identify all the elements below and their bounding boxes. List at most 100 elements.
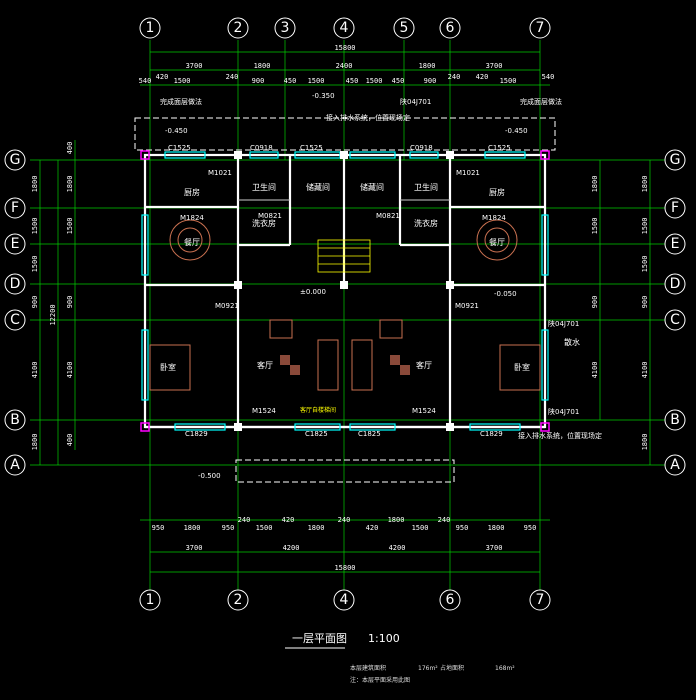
dining-furniture-right [476,219,518,261]
bedroom-furniture [149,344,541,391]
svg-text:240: 240 [438,516,451,524]
room-living-left: 客厅 [257,360,273,370]
svg-text:450: 450 [392,77,405,85]
axis-label-top-6: 6 [446,20,455,36]
svg-text:420: 420 [156,73,169,81]
svg-text:C1829: C1829 [480,430,503,438]
axis-label-right-d: D [670,276,681,292]
svg-text:1800: 1800 [66,176,74,193]
drain-note-top: 接入排水系统，位置现场定 [326,113,410,122]
room-living-right: 客厅 [416,360,432,370]
svg-text:本层建筑面积: 本层建筑面积 [350,664,386,672]
axis-label-top-5: 5 [400,20,409,36]
svg-text:1500: 1500 [500,77,517,85]
svg-text:1800: 1800 [308,524,325,532]
left-dimensions: 1800 1500 1500 900 4100 1800 12200 400 1… [31,140,76,465]
svg-text:M1824: M1824 [482,214,506,222]
svg-text:1500: 1500 [641,218,649,235]
room-laundry-right: 洗衣房 [414,218,438,228]
room-storage-left: 储藏间 [306,182,330,192]
level-notes: -0.350 -0.450 -0.450 -0.500 -0.050 ±0.00… [160,92,602,480]
svg-text:4100: 4100 [641,362,649,379]
svg-text:900: 900 [591,296,599,309]
axis-label-left-g: G [10,152,21,168]
bottom-axis-bubbles: 1 2 4 6 7 [139,589,551,611]
axis-label-top-2: 2 [234,20,243,36]
axis-lines-horizontal [30,159,665,466]
axis-label-left-b: B [10,412,20,428]
eave-outline [134,117,556,151]
svg-text:2400: 2400 [336,62,353,70]
svg-text:950: 950 [222,524,235,532]
axis-label-bottom-1: 1 [146,592,155,608]
drawing-title: 一层平面图 [292,632,347,645]
svg-text:4200: 4200 [283,544,300,552]
axis-label-left-e: E [11,236,20,252]
right-axis-bubbles: G F E D C B A [664,149,686,476]
room-kitchen-left: 厨房 [184,187,200,197]
room-bathroom-left: 卫生间 [252,182,276,192]
room-bedroom-left: 卧室 [160,362,176,372]
axis-label-right-a: A [670,457,680,473]
drawing-scale: 1:100 [368,632,400,645]
svg-text:420: 420 [282,516,295,524]
svg-text:3700: 3700 [486,544,503,552]
svg-text:420: 420 [476,73,489,81]
svg-text:-0.450: -0.450 [165,127,188,135]
svg-text:1800: 1800 [254,62,271,70]
svg-text:4100: 4100 [31,362,39,379]
room-dining-right: 餐厅 [489,238,505,247]
svg-text:C0918: C0918 [250,144,273,152]
svg-text:1500: 1500 [308,77,325,85]
axis-label-bottom-2: 2 [234,592,243,608]
svg-text:900: 900 [641,296,649,309]
dim-left-total: 12200 [49,304,57,325]
room-laundry-left: 洗衣房 [252,218,276,228]
svg-text:M0921: M0921 [215,302,239,310]
svg-text:240: 240 [338,516,351,524]
svg-text:1500: 1500 [256,524,273,532]
svg-text:M1021: M1021 [456,169,480,177]
svg-text:3700: 3700 [186,544,203,552]
opening-tags: C1525 C0918 C1525 C0918 C1525 M1021 M102… [168,144,511,438]
svg-text:-0.500: -0.500 [198,472,221,480]
svg-text:3700: 3700 [186,62,203,70]
svg-text:1500: 1500 [31,218,39,235]
svg-text:1500: 1500 [66,218,74,235]
svg-text:C1525: C1525 [168,144,191,152]
top-dimensions: 15800 3700 1800 2400 1800 3700 540 420 1… [139,44,554,86]
svg-text:900: 900 [31,296,39,309]
svg-text:完成面层做法: 完成面层做法 [160,97,202,106]
svg-text:M0921: M0921 [455,302,479,310]
axis-label-right-b: B [670,412,680,428]
svg-text:±0.000: ±0.000 [300,288,326,296]
entry-step-outline [235,459,455,483]
svg-text:450: 450 [346,77,359,85]
svg-text:1500: 1500 [31,256,39,273]
left-axis-bubbles: G F E D C B A [4,149,26,476]
svg-text:950: 950 [456,524,469,532]
svg-text:1800: 1800 [641,434,649,451]
svg-text:陕04J701: 陕04J701 [548,319,579,328]
top-axis-bubbles: 1 2 3 4 5 6 7 [139,17,551,39]
svg-text:C1525: C1525 [488,144,511,152]
axis-label-right-g: G [670,152,681,168]
axis-label-left-f: F [11,200,19,216]
svg-text:C0918: C0918 [410,144,433,152]
stair-label: 客厅自楼梯间 [300,406,336,414]
axis-label-top-3: 3 [281,20,290,36]
svg-text:M1524: M1524 [412,407,436,415]
room-storage-right: 储藏间 [360,182,384,192]
svg-text:陕04J701: 陕04J701 [548,407,579,416]
svg-text:-0.450: -0.450 [505,127,528,135]
svg-text:420: 420 [366,524,379,532]
axis-label-top-1: 1 [146,20,155,36]
room-kitchen-right: 厨房 [489,187,505,197]
svg-text:950: 950 [524,524,537,532]
axis-label-top-4: 4 [340,20,349,36]
dim-bottom-overall: 15800 [334,564,355,572]
svg-text:M0821: M0821 [376,212,400,220]
svg-text:陕04J701: 陕04J701 [400,97,431,106]
bottom-dimensions: 950 1800 950 240 1500 420 1800 240 420 1… [140,516,550,573]
